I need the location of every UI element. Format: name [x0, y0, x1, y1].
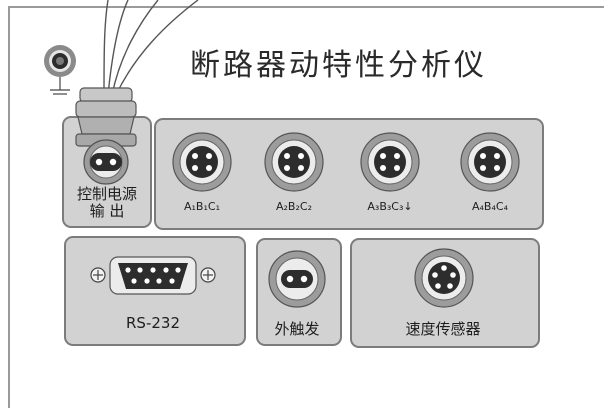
external-trigger-label: 外触发: [274, 320, 320, 338]
port-3-label: A₃B₃C₃↓: [367, 200, 413, 213]
panel-outline: [8, 6, 604, 408]
rs232-db9-connector[interactable]: [86, 252, 220, 302]
speed-sensor-label: 速度传感器: [405, 320, 481, 338]
speed-sensor-connector[interactable]: [412, 246, 476, 310]
control-power-label-line2: 输 出: [89, 202, 125, 220]
external-trigger-connector[interactable]: [266, 248, 328, 310]
cables: [103, 0, 199, 96]
rs232-label: RS-232: [126, 314, 180, 332]
instrument-panel-diagram: 断路器动特性分析仪 控制电源 输 出 A₁B₁C₁ A₂B₂C₂: [8, 0, 604, 408]
control-power-label-line1: 控制电源: [76, 185, 137, 203]
port-2-connector[interactable]: [262, 130, 326, 194]
port-2-label: A₂B₂C₂: [276, 200, 312, 213]
port-3-connector[interactable]: [358, 130, 422, 194]
port-4-connector[interactable]: [458, 130, 522, 194]
port-1-label: A₁B₁C₁: [184, 200, 220, 213]
device-title: 断路器动特性分析仪: [190, 48, 487, 83]
port-4-label: A₄B₄C₄: [472, 200, 508, 213]
control-power-plug: [75, 87, 137, 185]
ground-terminal: [44, 45, 76, 95]
port-1-connector[interactable]: [170, 130, 234, 194]
